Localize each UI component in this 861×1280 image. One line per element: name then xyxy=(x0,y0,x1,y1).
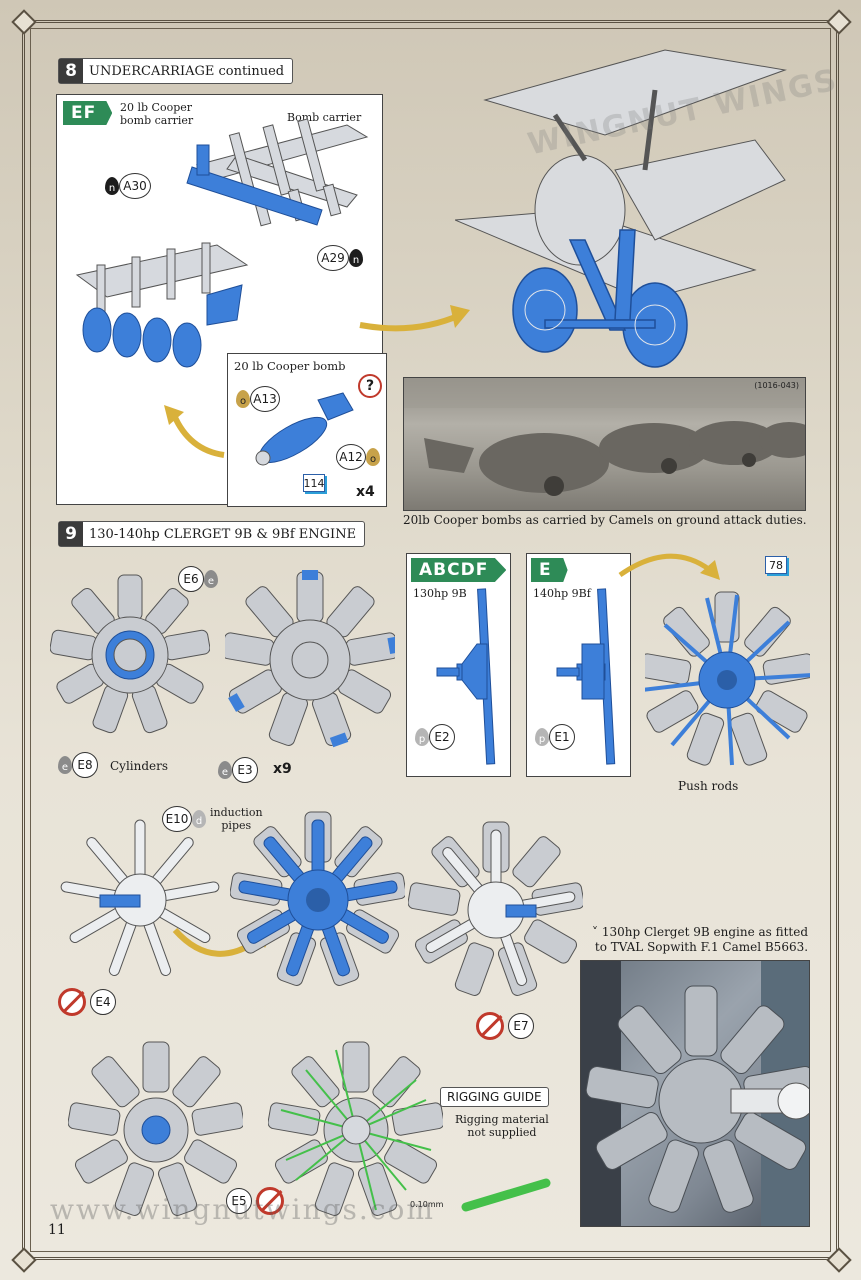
page-number: 11 xyxy=(48,1222,66,1238)
step-title: UNDERCARRIAGE continued xyxy=(89,63,285,79)
quantity-multiplier: x4 xyxy=(356,484,375,500)
no-glue-icon xyxy=(476,1012,504,1040)
part-number: A29 xyxy=(317,245,349,271)
rigging-guide-title: RIGGING GUIDE xyxy=(440,1087,549,1107)
cooper-carrier-label: 20 lb Cooper bomb carrier xyxy=(120,101,194,127)
paint-drop-icon: o xyxy=(236,390,250,408)
quantity-multiplier: x9 xyxy=(273,761,292,777)
engine-cylinders-drawing xyxy=(50,574,210,734)
part-callout-E6: E6 e xyxy=(178,566,218,592)
part-callout-A30: n A30 xyxy=(105,173,151,199)
part-callout-A29: A29 n xyxy=(317,245,363,271)
part-callout-E8: e E8 xyxy=(58,752,98,778)
carrier-with-bombs-drawing xyxy=(75,242,249,368)
engine-final-drawing xyxy=(68,1041,243,1216)
no-glue-icon xyxy=(58,988,86,1016)
paint-drop-icon: p xyxy=(535,728,549,746)
part-number: E5 xyxy=(226,1188,252,1214)
part-number: E4 xyxy=(90,989,116,1015)
help-icon: ? xyxy=(358,374,382,398)
part-callout-E2: p E2 xyxy=(415,724,455,750)
part-number: E2 xyxy=(429,724,455,750)
paint-drop-icon: p xyxy=(415,728,429,746)
part-number: E1 xyxy=(549,724,575,750)
pushrods-engine-drawing xyxy=(645,591,810,766)
bomb-carrier-drawing xyxy=(186,118,369,227)
engine-rigging-drawing xyxy=(268,1041,443,1216)
clerget-engine-photo xyxy=(580,960,810,1227)
rigging-size: 0.10mm xyxy=(410,1200,444,1209)
cooper-bombs-photo: (1016-043) xyxy=(403,377,806,511)
paint-drop-icon: e xyxy=(58,756,72,774)
crankcase-front-drawing xyxy=(556,588,616,765)
step-9-header: 9 130-140hp CLERGET 9B & 9Bf ENGINE xyxy=(58,521,366,547)
part-callout-E10: E10 d xyxy=(162,806,206,832)
paint-drop-icon: o xyxy=(366,448,380,466)
photo-reference: (1016-043) xyxy=(754,381,799,390)
part-number: E6 xyxy=(178,566,204,592)
rigging-material-icon xyxy=(461,1178,551,1212)
paint-drop-icon: e xyxy=(218,761,232,779)
inset-title: 20 lb Cooper bomb xyxy=(234,359,346,373)
cooper-bomb-inset: 20 lb Cooper bomb ? o A13 A12 o 114 x4 xyxy=(227,353,387,507)
part-callout-A12: A12 o xyxy=(336,444,380,470)
part-number: E10 xyxy=(162,806,192,832)
no-glue-callout-E4: E4 xyxy=(58,988,116,1016)
page-border-inner xyxy=(30,28,831,1252)
part-callout-E3: e E3 xyxy=(218,757,258,783)
crankcase-140hp-panel: E 140hp 9Bf p E1 xyxy=(526,553,631,777)
version-tag: E xyxy=(531,558,568,582)
step-number: 8 xyxy=(59,59,83,83)
part-number: A12 xyxy=(336,444,366,470)
part-number: E3 xyxy=(232,757,258,783)
engine-induction-assembly-drawing xyxy=(230,811,405,986)
variant-label: 130hp 9B xyxy=(413,587,467,600)
induction-pipes-drawing xyxy=(60,819,220,976)
arrow-icon xyxy=(164,405,225,458)
part-number: A30 xyxy=(119,173,151,199)
arrow-icon xyxy=(618,553,720,580)
version-tag: EF xyxy=(63,101,113,125)
step-title: 130-140hp CLERGET 9B & 9Bf ENGINE xyxy=(89,526,357,542)
page-border xyxy=(22,20,839,1260)
no-glue-callout-E7: E7 xyxy=(476,1012,534,1040)
paint-drop-icon: e xyxy=(204,570,218,588)
crankcase-130hp-panel: ABCDF 130hp 9B p E2 xyxy=(406,553,511,777)
paint-reference: 78 xyxy=(765,556,787,574)
paint-reference: 114 xyxy=(303,474,325,492)
photo-caption: 20lb Cooper bombs as carried by Camels o… xyxy=(403,513,807,527)
part-number: E7 xyxy=(508,1013,534,1039)
rigging-note: Rigging material not supplied xyxy=(455,1113,549,1139)
no-glue-callout-E5: E5 xyxy=(226,1187,284,1215)
website-watermark: www.wingnutwings.com xyxy=(50,1193,435,1226)
paint-drop-icon: n xyxy=(349,249,363,267)
variant-label: 140hp 9Bf xyxy=(533,587,591,600)
step-8-header: 8 UNDERCARRIAGE continued xyxy=(58,58,294,84)
crankcase-front-drawing xyxy=(436,588,496,765)
engine-assembled-drawing xyxy=(408,821,583,996)
engine-photo-caption: ˅ 130hp Clerget 9B engine as fitted to T… xyxy=(592,925,809,954)
paint-drop-icon: d xyxy=(192,810,206,828)
camel-undercarriage-drawing xyxy=(455,49,787,368)
version-tag: ABCDF xyxy=(411,558,507,582)
pushrods-label: Push rods xyxy=(678,779,739,793)
induction-pipes-label: induction pipes xyxy=(210,806,263,832)
arrow-icon xyxy=(359,305,470,332)
engine-cylinders-drawing xyxy=(225,570,395,748)
cooper-bomb-drawing xyxy=(255,392,354,466)
part-callout-E1: p E1 xyxy=(535,724,575,750)
paint-drop-icon: n xyxy=(105,177,119,195)
no-glue-icon xyxy=(256,1187,284,1215)
cylinders-label: Cylinders xyxy=(110,759,169,773)
step-number: 9 xyxy=(59,522,83,546)
part-number: E8 xyxy=(72,752,98,778)
part-number: A13 xyxy=(250,386,280,412)
part-callout-A13: o A13 xyxy=(236,386,280,412)
